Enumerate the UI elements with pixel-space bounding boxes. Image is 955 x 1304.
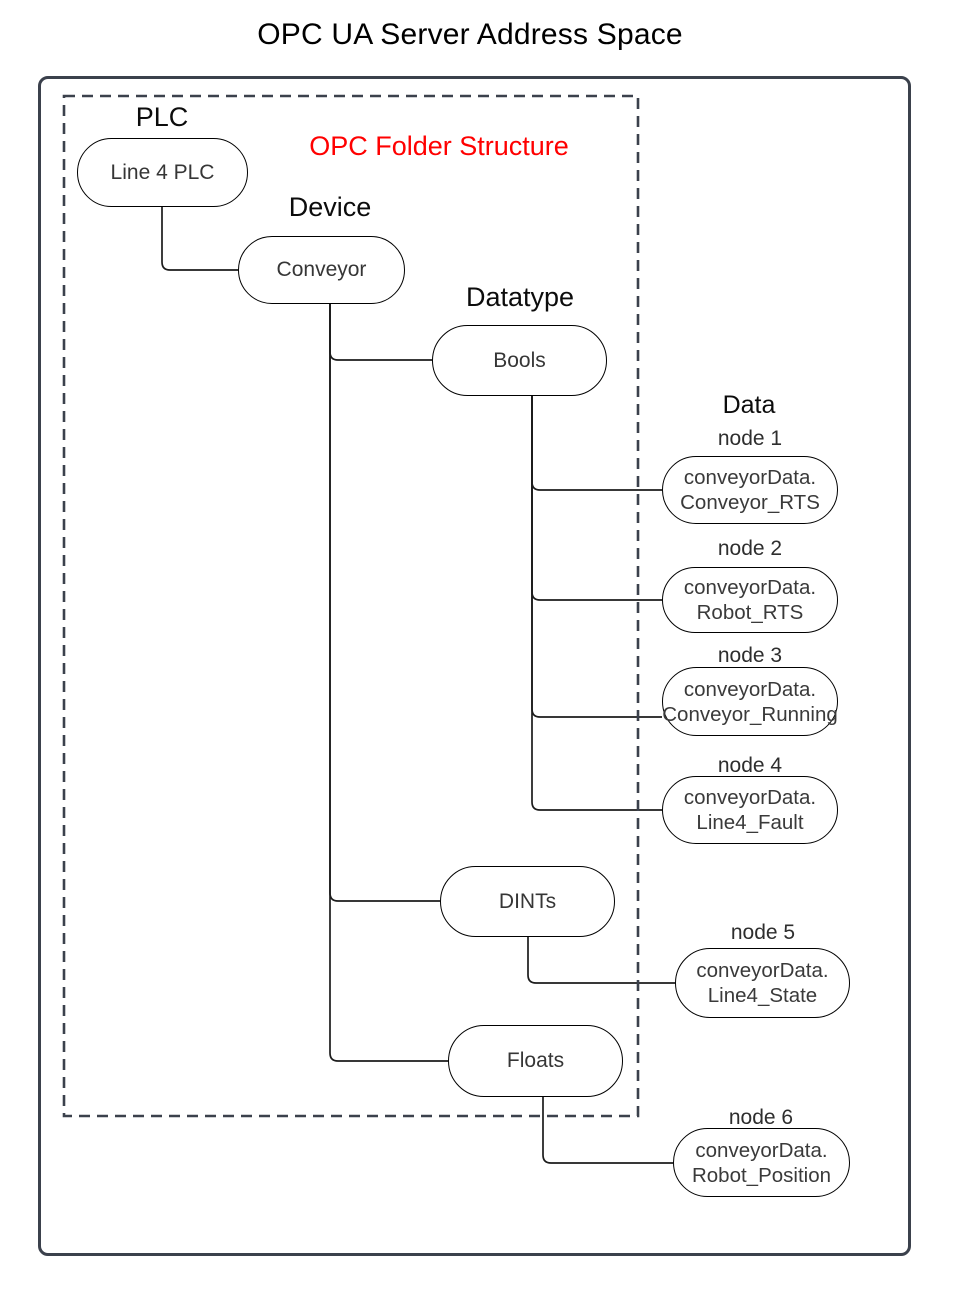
diagram-title: OPC UA Server Address Space [257, 18, 683, 51]
node-line4-plc-label: Line 4 PLC [110, 160, 215, 184]
data-node4-caption: node 4 [717, 754, 783, 777]
header-datatype: Datatype [465, 282, 575, 312]
data-node4-pill[interactable]: conveyorData. Line4_Fault [662, 776, 838, 844]
data-node2-pill[interactable]: conveyorData. Robot_RTS [662, 567, 838, 633]
data-node5-line2: Line4_State [707, 984, 818, 1007]
node-dints[interactable]: DINTs [440, 866, 615, 937]
node-dints-label: DINTs [498, 889, 557, 913]
data-node5-caption: node 5 [730, 921, 796, 944]
data-node5-line1: conveyorData. [696, 959, 829, 982]
node-floats[interactable]: Floats [448, 1025, 623, 1097]
data-node1-pill[interactable]: conveyorData. Conveyor_RTS [662, 456, 838, 524]
header-plc: PLC [135, 102, 189, 132]
connector-bools-to-node4 [531, 396, 662, 811]
data-node2-caption: node 2 [717, 537, 783, 560]
data-node3-line1: conveyorData. [683, 677, 817, 701]
connector-bools-to-node1 [531, 396, 662, 491]
header-device: Device [288, 192, 372, 222]
data-node1-line1: conveyorData. [683, 466, 817, 489]
data-node4-line1: conveyorData. [683, 786, 817, 809]
data-node6-pill[interactable]: conveyorData. Robot_Position [673, 1128, 850, 1197]
connector-bools-to-node3 [531, 396, 662, 718]
connector-plc-to-conveyor [161, 207, 238, 271]
node-line4-plc[interactable]: Line 4 PLC [77, 138, 248, 207]
header-data: Data [722, 391, 776, 419]
node-bools[interactable]: Bools [432, 325, 607, 396]
data-node4-line2: Line4_Fault [696, 811, 804, 834]
opc-folder-dashed-boundary [62, 94, 640, 1118]
connector-floats-to-node6 [542, 1097, 673, 1164]
data-node3-line2: Conveyor_Running [662, 702, 838, 726]
opc-folder-structure-label: OPC Folder Structure [309, 131, 569, 161]
data-node2-line1: conveyorData. [683, 576, 817, 599]
connector-dints-to-node5 [527, 937, 675, 984]
data-node3-caption: node 3 [717, 644, 783, 667]
data-node1-line2: Conveyor_RTS [680, 491, 820, 514]
data-node6-caption: node 6 [728, 1106, 794, 1129]
connector-conveyor-to-dints [329, 304, 440, 902]
connector-conveyor-to-bools [329, 304, 432, 361]
data-node1-caption: node 1 [717, 427, 783, 450]
node-floats-label: Floats [506, 1049, 565, 1072]
connector-conveyor-to-floats [329, 304, 448, 1062]
data-node6-line2: Robot_Position [691, 1163, 832, 1187]
node-conveyor-label: Conveyor [276, 258, 367, 281]
connector-bools-to-node2 [531, 396, 662, 601]
node-conveyor[interactable]: Conveyor [238, 236, 405, 304]
data-node6-line1: conveyorData. [695, 1138, 828, 1162]
data-node2-line2: Robot_RTS [696, 601, 804, 624]
data-node3-pill[interactable]: conveyorData. Conveyor_Running [662, 667, 838, 736]
node-bools-label: Bools [493, 348, 546, 372]
address-space-boundary [38, 76, 911, 1256]
data-node5-pill[interactable]: conveyorData. Line4_State [675, 948, 850, 1018]
